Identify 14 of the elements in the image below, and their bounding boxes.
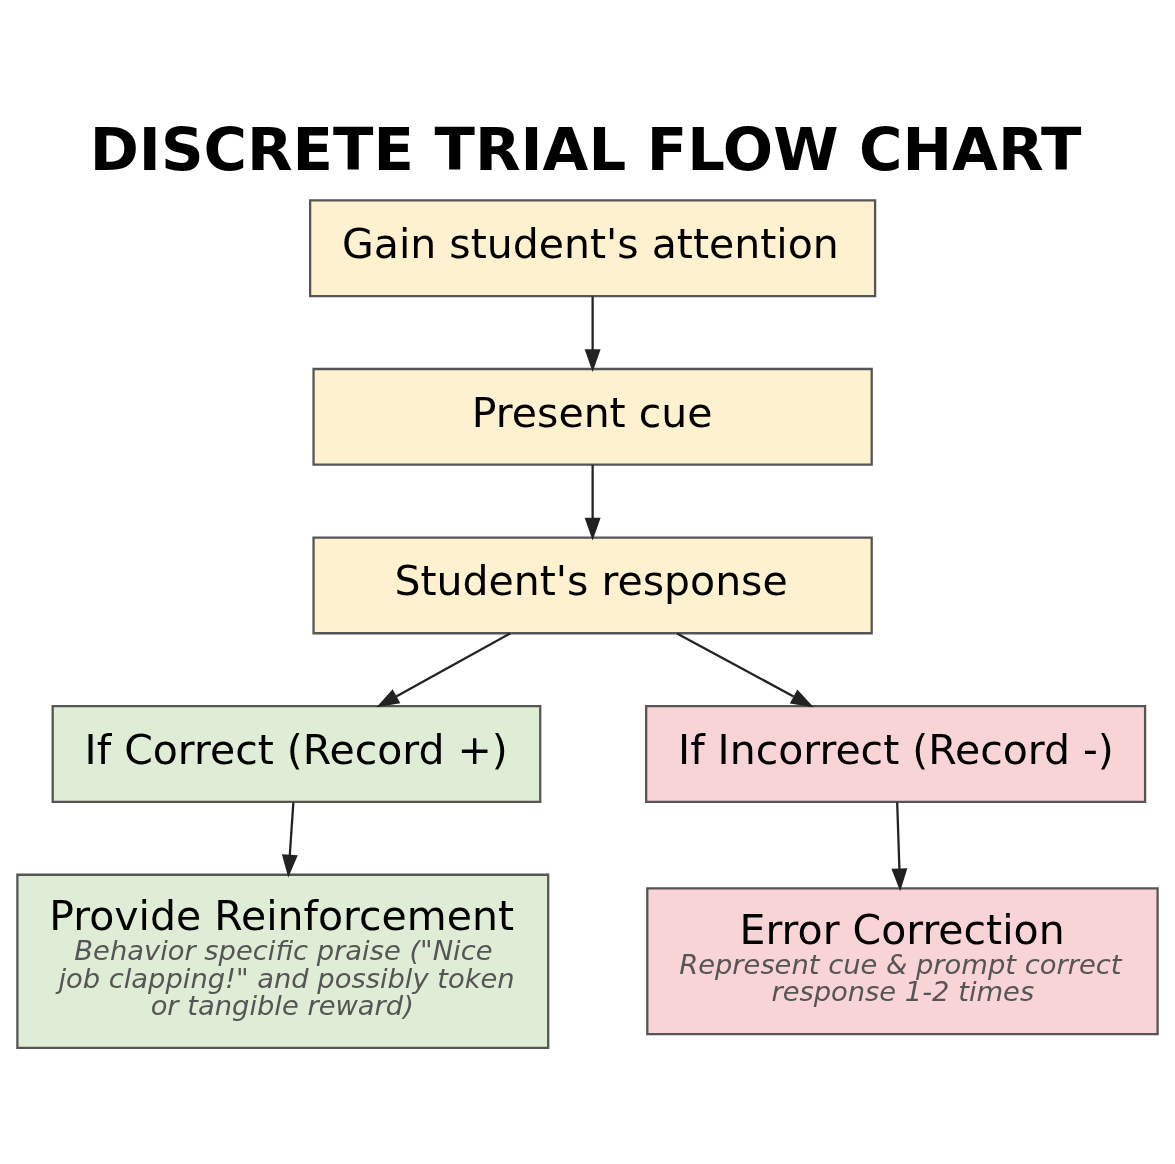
- arrow: [676, 632, 814, 708]
- arrow: [584, 296, 601, 372]
- diagram-title: DISCRETE TRIAL FLOW CHART: [89, 115, 1082, 185]
- arrow: [281, 802, 298, 878]
- node-box: If Correct (Record +): [51, 705, 542, 803]
- node-box: Error Correction Represent cue & prompt correct response 1-2 times: [646, 887, 1159, 1036]
- arrow: [584, 464, 601, 541]
- node-box: If Incorrect (Record -): [645, 705, 1147, 803]
- arrow: [891, 802, 908, 892]
- node-box: Present cue: [312, 367, 873, 466]
- node-box: Provide Reinforcement Behavior specific praise ("Nice job clapping!" and possibly token or tangible reward): [16, 873, 550, 1050]
- arrow: [376, 632, 511, 708]
- node-box: Gain student's attention: [309, 199, 877, 298]
- node-box: Student's response: [312, 536, 873, 635]
